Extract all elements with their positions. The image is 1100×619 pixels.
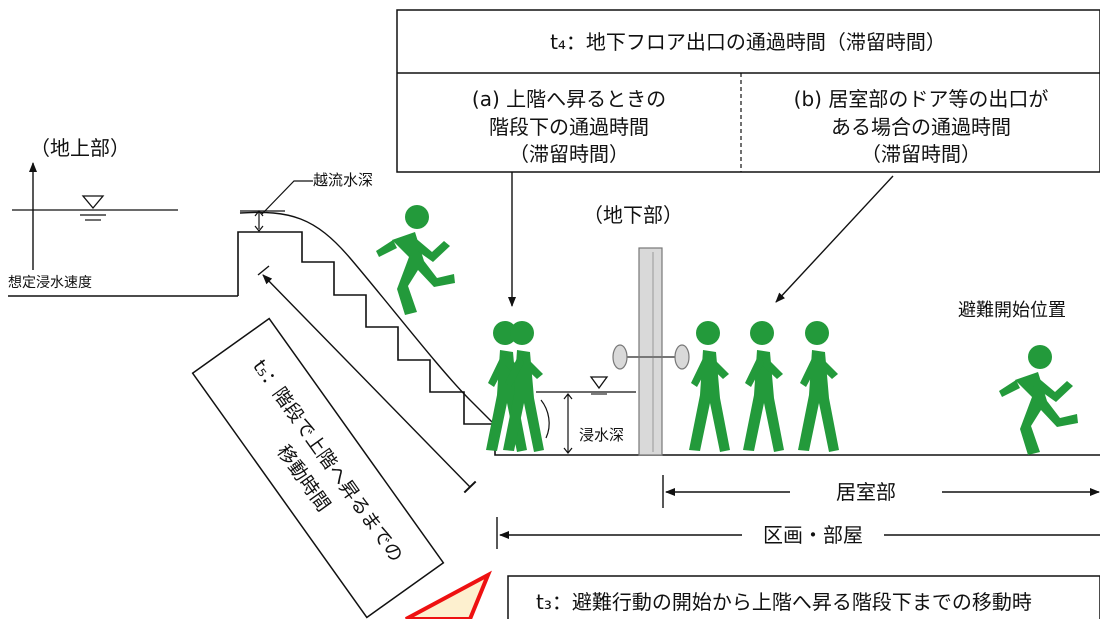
running-person-icon bbox=[999, 345, 1078, 455]
t3-box: t₃：避難行動の開始から上階へ昇る階段下までの移動時 bbox=[507, 575, 1100, 619]
t4-header-box: t₄：地下フロア出口の通過時間（滞留時間） (a) 上階へ昇るときの 階段下の通… bbox=[396, 9, 1100, 173]
underground-label: （地下部） bbox=[583, 203, 683, 227]
col-a-line-3: （滞留時間） bbox=[509, 142, 629, 166]
t4-title: t₄：地下フロア出口の通過時間（滞留時間） bbox=[550, 30, 946, 54]
walking-person-icon bbox=[743, 321, 784, 452]
t5-box: t₅：階段で上階へ昇るまでの 移動時間 bbox=[191, 317, 445, 619]
section-room-label: 区画・部屋 bbox=[763, 523, 863, 547]
door-panel-icon bbox=[612, 247, 690, 456]
expected-flood-speed-label: 想定浸水速度 bbox=[8, 275, 92, 291]
col-b-line-1: (b) 居室部のドア等の出口が bbox=[794, 87, 1049, 111]
above-ground-label: （地上部） bbox=[30, 136, 130, 160]
overflow-depth-label: 越流水深 bbox=[313, 171, 373, 189]
t3-text: t₃：避難行動の開始から上階へ昇る階段下までの移動時 bbox=[536, 590, 1032, 614]
overflow-depth-leader bbox=[261, 180, 313, 215]
room-part-label: 居室部 bbox=[836, 480, 896, 504]
col-b-line-3: （滞留時間） bbox=[861, 142, 981, 166]
staircase bbox=[237, 231, 1100, 456]
col-b-line-2: ある場合の通過時間 bbox=[831, 115, 1011, 139]
t5-extent-arrow bbox=[262, 274, 477, 494]
water-level-triangle-icon bbox=[80, 195, 106, 221]
col-b-arrow bbox=[775, 175, 894, 303]
col-a-line-1: (a) 上階へ昇るときの bbox=[472, 87, 666, 111]
red-callout-pointer bbox=[405, 570, 492, 619]
flood-depth-label: 浸水深 bbox=[579, 426, 624, 444]
col-a-line-2: 階段下の通過時間 bbox=[489, 115, 649, 139]
evacuation-start-label: 避難開始位置 bbox=[958, 300, 1066, 321]
running-person-icon bbox=[376, 205, 455, 315]
flood-level-triangle-icon bbox=[589, 376, 609, 390]
walking-person-icon bbox=[798, 321, 839, 452]
walking-person-icon bbox=[689, 321, 730, 452]
